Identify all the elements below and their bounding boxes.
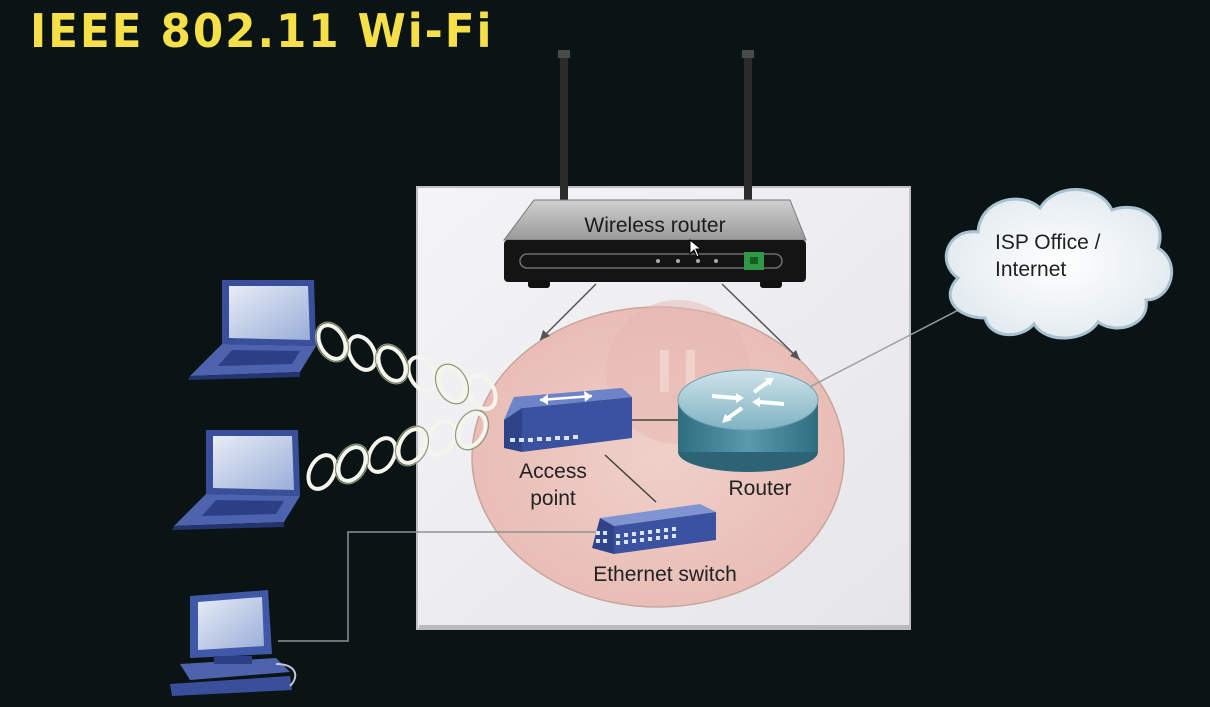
internet-cloud-icon [944, 188, 1174, 340]
slide-title: IEEE 802.11 Wi-Fi [30, 4, 494, 58]
router-icon [677, 369, 819, 472]
laptop-icon [172, 430, 300, 530]
wireless-router-icon [503, 50, 807, 288]
mouse-cursor-icon [689, 238, 703, 258]
access-point-icon [504, 388, 632, 452]
laptop-icon [188, 280, 316, 380]
ethernet-switch-icon [592, 504, 716, 554]
cloud-label: ISP Office / Internet [995, 231, 1101, 281]
desktop-computer-icon [170, 590, 297, 696]
wireless-signal-waves-icon [306, 321, 498, 491]
wireless-router-label: Wireless router [584, 214, 726, 237]
access-point-label: Access point [519, 460, 587, 510]
ethernet-switch-label: Ethernet switch [593, 563, 737, 586]
router-label: Router [728, 477, 792, 500]
